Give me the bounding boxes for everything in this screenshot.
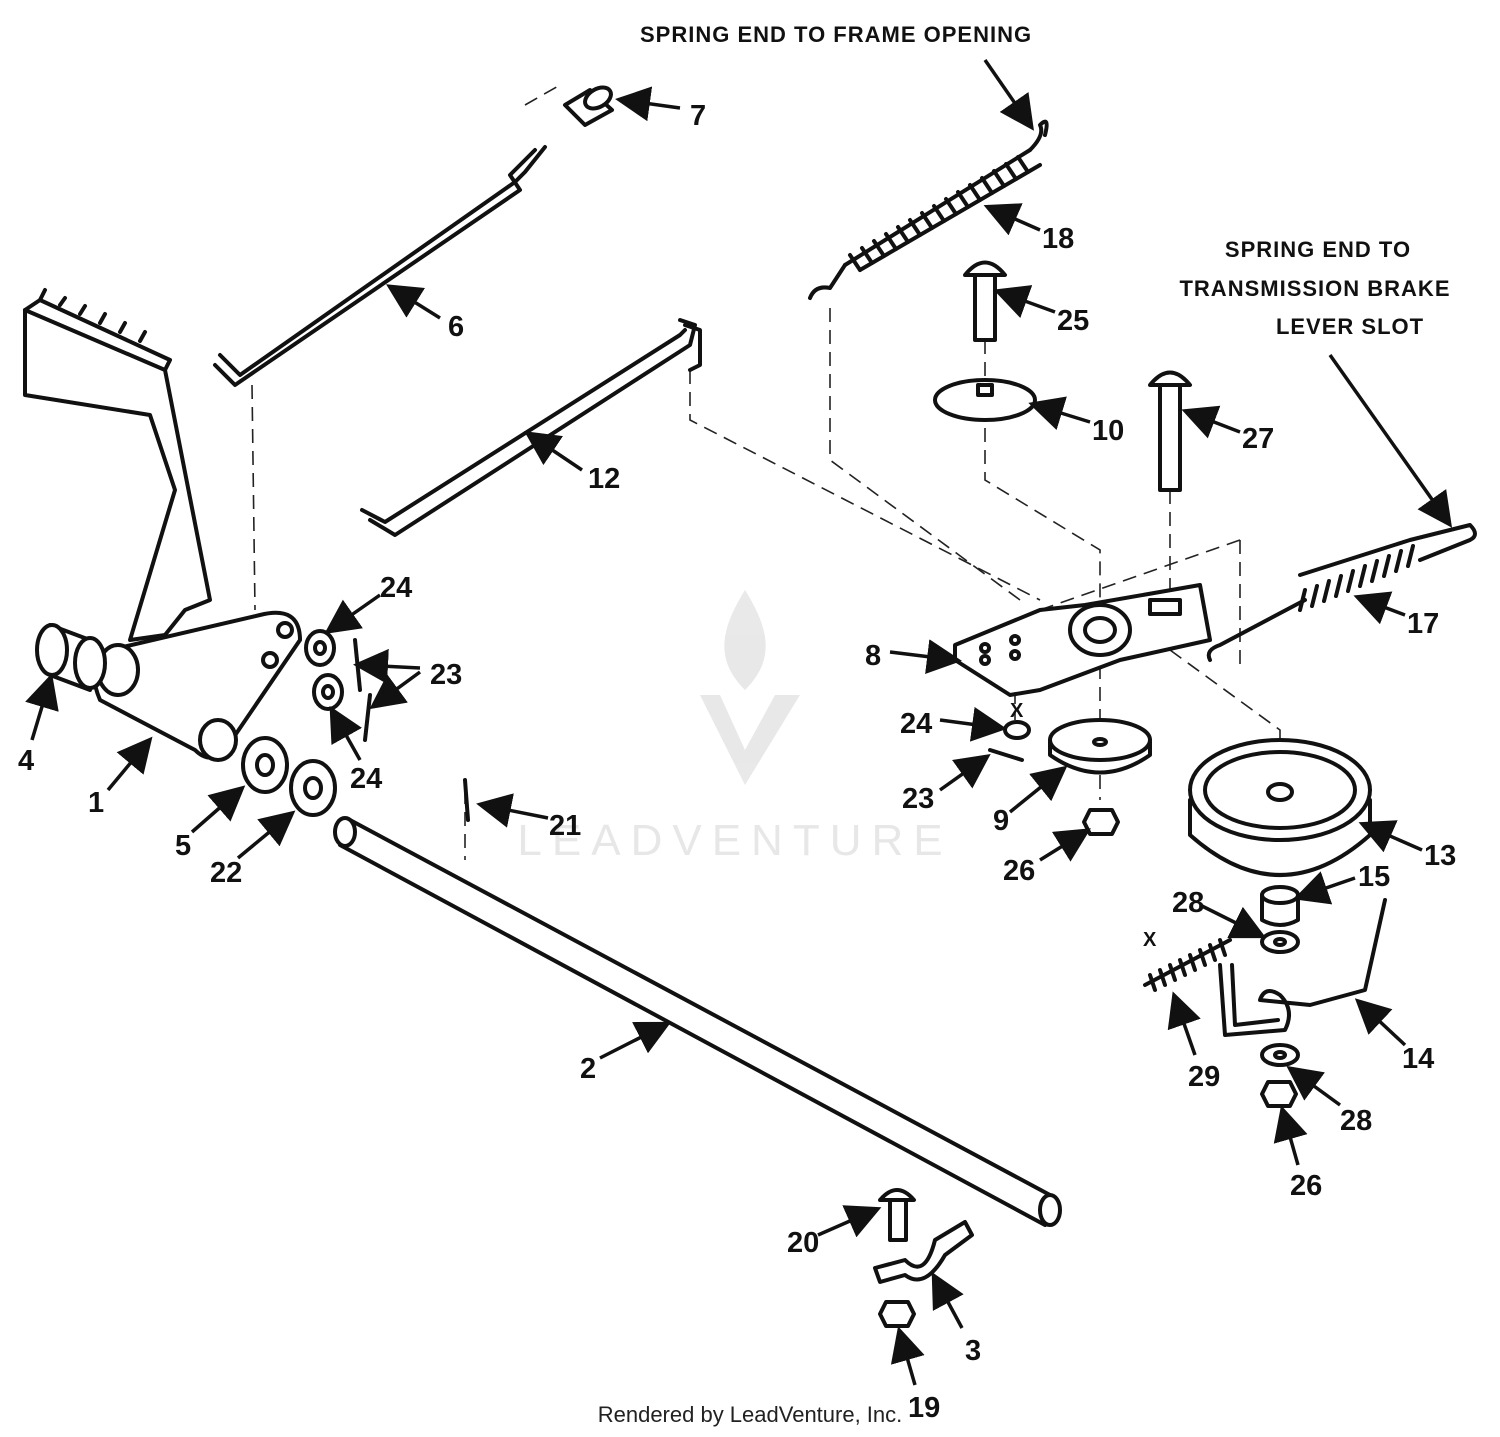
brake-pedal — [23, 288, 302, 762]
callout-7: 7 — [690, 100, 706, 132]
bolt-27 — [1148, 370, 1192, 492]
callout-23b: 23 — [902, 783, 934, 815]
callout-27: 27 — [1242, 423, 1274, 455]
callout-14: 14 — [1402, 1043, 1434, 1075]
callout-1: 1 — [88, 787, 104, 819]
callout-8: 8 — [865, 640, 881, 672]
spring-18 — [808, 119, 1049, 300]
callout-21: 21 — [549, 810, 581, 842]
washer-10 — [933, 378, 1037, 422]
bolt-20 — [878, 1188, 916, 1242]
pulley-13 — [1188, 738, 1372, 877]
callout-29: 29 — [1188, 1061, 1220, 1093]
callout-arrows — [25, 59, 1453, 1386]
callout-28a: 28 — [1172, 887, 1204, 919]
callout-24c: 24 — [900, 708, 932, 740]
callout-22: 22 — [210, 857, 242, 889]
spring-29 — [1143, 938, 1232, 992]
callout-numbers: 7 6 12 18 25 10 27 17 8 24 23 9 26 13 15… — [18, 100, 1456, 1424]
nut-26a — [1082, 808, 1120, 836]
callout-24a: 24 — [380, 572, 412, 604]
spacer-15 — [1260, 885, 1300, 927]
callout-20: 20 — [787, 1227, 819, 1259]
callout-10: 10 — [1092, 415, 1124, 447]
callout-19: 19 — [908, 1392, 940, 1424]
rod-12 — [360, 318, 702, 537]
callout-15: 15 — [1358, 861, 1390, 893]
note-frame-opening: SPRING END TO FRAME OPENING — [640, 22, 1032, 47]
note-brake-lever-line3: LEVER SLOT — [1276, 314, 1424, 339]
callout-17: 17 — [1407, 608, 1439, 640]
spring-17 — [1206, 523, 1477, 662]
callout-4: 4 — [18, 745, 34, 777]
callout-23a: 23 — [430, 659, 462, 691]
clamp-3 — [873, 1220, 974, 1284]
callout-26a: 26 — [1003, 855, 1035, 887]
washer-28b — [1260, 1043, 1300, 1067]
idler-arm-14 — [1218, 898, 1387, 1037]
bolt-25 — [963, 260, 1007, 342]
callout-28b: 28 — [1340, 1105, 1372, 1137]
callout-26b: 26 — [1290, 1170, 1322, 1202]
x-mark-bracket: X — [1010, 700, 1024, 722]
rod-6 — [213, 145, 547, 387]
washer-9 — [1048, 718, 1152, 775]
x-mark-spring: X — [1143, 929, 1157, 951]
watermark-logo — [700, 590, 800, 785]
render-credit: Rendered by LeadVenture, Inc. — [0, 1402, 1500, 1428]
callout-5: 5 — [175, 830, 191, 862]
callout-6: 6 — [448, 311, 464, 343]
note-brake-lever-line2: TRANSMISSION BRAKE — [1179, 276, 1450, 301]
callout-13: 13 — [1424, 840, 1456, 872]
grip-7 — [563, 85, 614, 127]
callout-25: 25 — [1057, 305, 1089, 337]
callout-24b: 24 — [350, 763, 382, 795]
render-credit-text: Rendered by LeadVenture, Inc. — [597, 1402, 903, 1427]
washers-left — [241, 629, 344, 817]
washer-28a — [1260, 930, 1300, 954]
callout-18: 18 — [1042, 223, 1074, 255]
callout-9: 9 — [993, 805, 1009, 837]
watermark-text: LEADVENTURE — [517, 816, 952, 865]
bushing-4 — [35, 623, 107, 692]
callout-12: 12 — [588, 463, 620, 495]
callout-2: 2 — [580, 1053, 596, 1085]
nut-26b — [1260, 1080, 1298, 1108]
nut-19 — [878, 1300, 916, 1328]
shaft-2 — [333, 816, 1062, 1227]
bracket-8 — [953, 583, 1212, 697]
note-brake-lever-line1: SPRING END TO — [1225, 237, 1411, 262]
callout-3: 3 — [965, 1335, 981, 1367]
